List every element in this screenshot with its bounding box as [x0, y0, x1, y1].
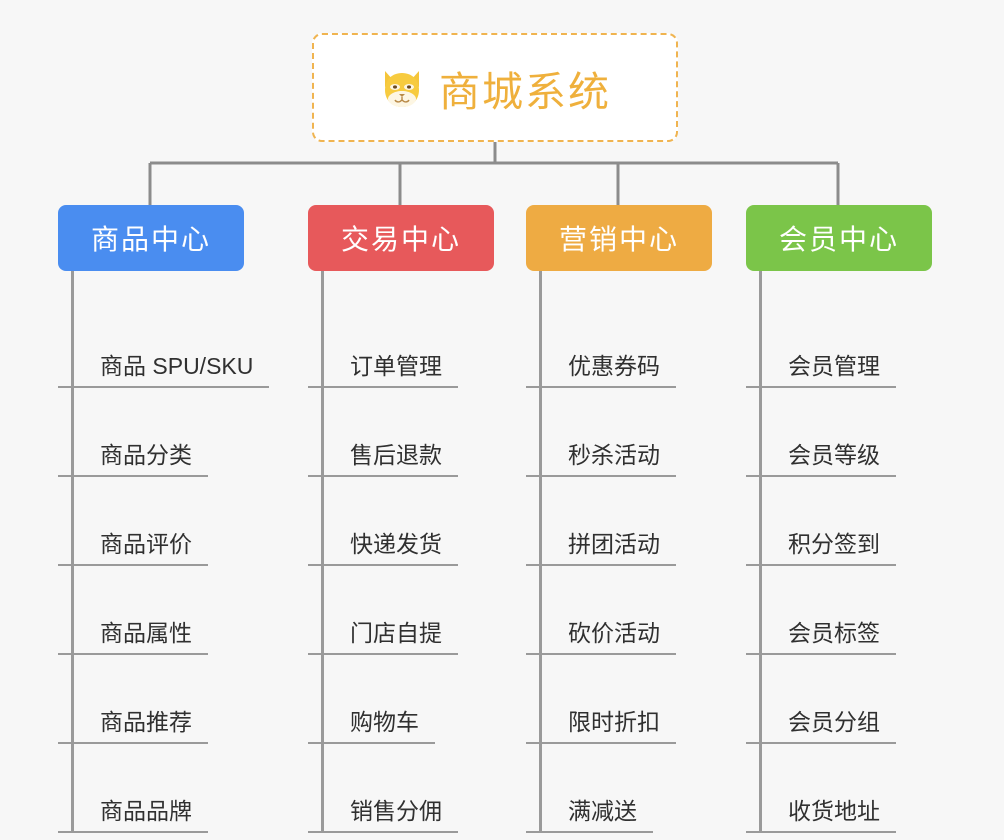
leaf-label: 商品推荐 — [58, 709, 208, 744]
leaf-label: 满减送 — [526, 798, 653, 833]
branch-trunk — [71, 271, 74, 833]
leaf-item[interactable]: 售后退款 — [308, 388, 494, 477]
leaf-label: 售后退款 — [308, 442, 458, 477]
leaf-list-trade: 订单管理 售后退款 快递发货 门店自提 购物车 销售分佣 — [308, 271, 494, 833]
leaf-label: 优惠券码 — [526, 353, 676, 388]
leaf-item[interactable]: 商品分类 — [58, 388, 244, 477]
branch-header-member[interactable]: 会员中心 — [746, 205, 932, 271]
leaf-label: 商品品牌 — [58, 798, 208, 833]
leaf-item[interactable]: 销售分佣 — [308, 744, 494, 833]
leaf-list-member: 会员管理 会员等级 积分签到 会员标签 会员分组 收货地址 — [746, 271, 932, 833]
shiba-fox-emoji — [379, 65, 425, 111]
leaf-label: 商品分类 — [58, 442, 208, 477]
leaf-label: 会员管理 — [746, 353, 896, 388]
branch-column-marketing: 营销中心 优惠券码 秒杀活动 拼团活动 砍价活动 限时折扣 满减送 — [526, 205, 712, 833]
branch-header-label: 会员中心 — [778, 224, 899, 255]
leaf-item[interactable]: 限时折扣 — [526, 655, 712, 744]
leaf-list-product: 商品 SPU/SKU 商品分类 商品评价 商品属性 商品推荐 商品品牌 — [58, 271, 270, 833]
leaf-list-marketing: 优惠券码 秒杀活动 拼团活动 砍价活动 限时折扣 满减送 — [526, 271, 712, 833]
branch-header-label: 交易中心 — [340, 224, 461, 255]
leaf-item[interactable]: 会员分组 — [746, 655, 932, 744]
leaf-label: 秒杀活动 — [526, 442, 676, 477]
leaf-label: 拼团活动 — [526, 531, 676, 566]
leaf-label: 收货地址 — [746, 798, 896, 833]
root-title: 商城系统 — [439, 68, 611, 115]
leaf-label: 购物车 — [308, 709, 435, 744]
branch-header-product[interactable]: 商品中心 — [58, 205, 244, 271]
branch-trunk — [321, 271, 324, 833]
leaf-item[interactable]: 积分签到 — [746, 477, 932, 566]
branch-trunk — [539, 271, 542, 833]
leaf-item[interactable]: 购物车 — [308, 655, 494, 744]
leaf-label: 砍价活动 — [526, 620, 676, 655]
branch-column-product: 商品中心 商品 SPU/SKU 商品分类 商品评价 商品属性 商品推荐 商品品牌 — [58, 205, 270, 833]
leaf-label: 会员等级 — [746, 442, 896, 477]
leaf-item[interactable]: 优惠券码 — [526, 299, 712, 388]
leaf-item[interactable]: 商品品牌 — [58, 744, 244, 833]
leaf-label: 限时折扣 — [526, 709, 676, 744]
leaf-label: 会员分组 — [746, 709, 896, 744]
leaf-item[interactable]: 会员等级 — [746, 388, 932, 477]
leaf-label: 订单管理 — [308, 353, 458, 388]
branch-column-member: 会员中心 会员管理 会员等级 积分签到 会员标签 会员分组 收货地址 — [746, 205, 932, 833]
leaf-item[interactable]: 满减送 — [526, 744, 712, 833]
leaf-item[interactable]: 门店自提 — [308, 566, 494, 655]
branch-trunk — [759, 271, 762, 833]
leaf-label: 商品属性 — [58, 620, 208, 655]
leaf-label: 商品评价 — [58, 531, 208, 566]
leaf-label: 销售分佣 — [308, 798, 458, 833]
leaf-item[interactable]: 商品评价 — [58, 477, 244, 566]
leaf-item[interactable]: 商品属性 — [58, 566, 244, 655]
leaf-item[interactable]: 快递发货 — [308, 477, 494, 566]
branch-header-label: 营销中心 — [558, 224, 679, 255]
leaf-item[interactable]: 收货地址 — [746, 744, 932, 833]
leaf-label: 门店自提 — [308, 620, 458, 655]
leaf-item[interactable]: 商品 SPU/SKU — [58, 299, 270, 388]
branch-header-marketing[interactable]: 营销中心 — [526, 205, 712, 271]
branch-header-trade[interactable]: 交易中心 — [308, 205, 494, 271]
leaf-label: 积分签到 — [746, 531, 896, 566]
leaf-label: 会员标签 — [746, 620, 896, 655]
root-node[interactable]: 商城系统 — [312, 33, 678, 142]
leaf-item[interactable]: 会员标签 — [746, 566, 932, 655]
leaf-item[interactable]: 秒杀活动 — [526, 388, 712, 477]
leaf-label: 快递发货 — [308, 531, 458, 566]
leaf-item[interactable]: 会员管理 — [746, 299, 932, 388]
leaf-item[interactable]: 砍价活动 — [526, 566, 712, 655]
branch-column-trade: 交易中心 订单管理 售后退款 快递发货 门店自提 购物车 销售分佣 — [308, 205, 494, 833]
leaf-item[interactable]: 商品推荐 — [58, 655, 244, 744]
leaf-item[interactable]: 拼团活动 — [526, 477, 712, 566]
leaf-item[interactable]: 订单管理 — [308, 299, 494, 388]
leaf-label: 商品 SPU/SKU — [58, 353, 270, 388]
branch-header-label: 商品中心 — [90, 224, 211, 255]
